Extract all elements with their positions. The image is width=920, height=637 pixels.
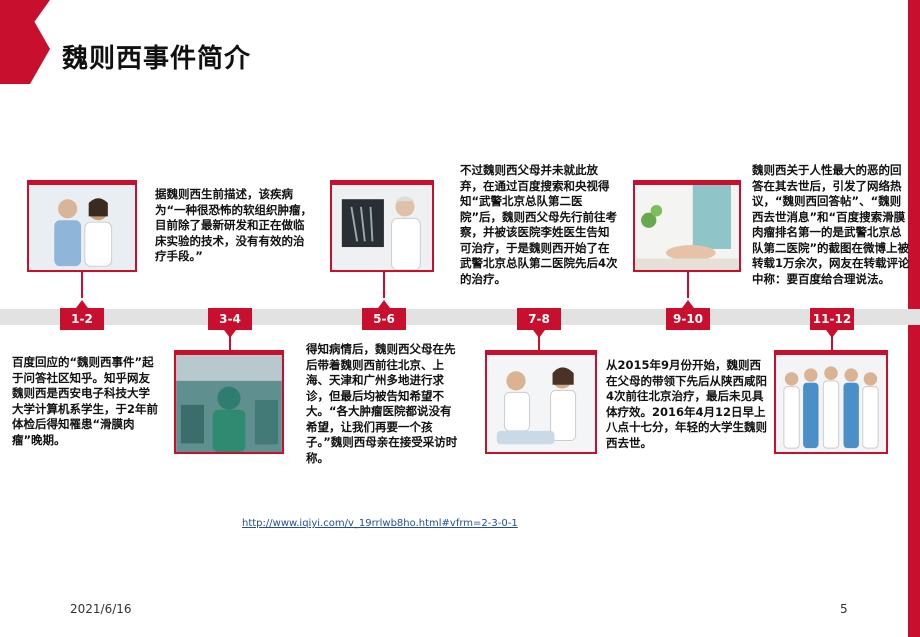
event-text: 魏则西关于人性最大的恶的回答在其去世后，引发了网络热议，“魏则西回答帖”、“魏则… [752,163,910,286]
timeline-marker: 11-12 [810,308,854,338]
connector-line [538,330,540,350]
timeline-marker: 7-8 [517,308,561,338]
source-link[interactable]: http://www.iqiyi.com/v_19rrlwb8ho.html#v… [242,518,518,529]
connector-line [687,272,689,298]
event-text: 从2015年9月份开始，魏则西在父母的带领下先后从陕西咸阳4次前往北京治疗，最后… [606,358,767,450]
photo-xray-doctor [330,180,434,272]
photo-doctors-pair [27,180,137,272]
connector-line [383,272,385,298]
timeline-marker: 5-6 [362,300,406,330]
connector-line [81,272,83,298]
event-text: 不过魏则西父母并未就此放弃，在通过百度搜索和央视得知“武警北京总队第二医院”后，… [460,163,618,286]
page-title: 魏则西事件简介 [62,44,252,74]
timeline-band [0,309,920,325]
photo-nurse-hand [633,180,741,272]
event-text: 百度回应的“魏则西事件”起于问答社区知乎。知乎网友魏则西是西安电子科技大学大学计… [12,355,159,447]
page-number: 5 [840,602,848,616]
slide-date: 2021/6/16 [70,602,132,616]
connector-line [229,330,231,350]
timeline-marker: 9-10 [666,300,710,330]
photo-surgeons [174,350,284,454]
connector-line [831,330,833,350]
photo-medical-team [774,350,888,454]
photo-doctor-patient [485,350,597,454]
event-text: 得知病情后，魏则西父母在先后带着魏则西前往北京、上海、天津和广州多地进行求诊，但… [306,342,458,465]
timeline-marker: 3-4 [208,308,252,338]
event-text: 据魏则西生前描述，该疾病为“一种很恐怖的软组织肿瘤，目前除了最新研发和正在做临床… [155,187,313,263]
timeline-marker: 1-2 [60,300,104,330]
